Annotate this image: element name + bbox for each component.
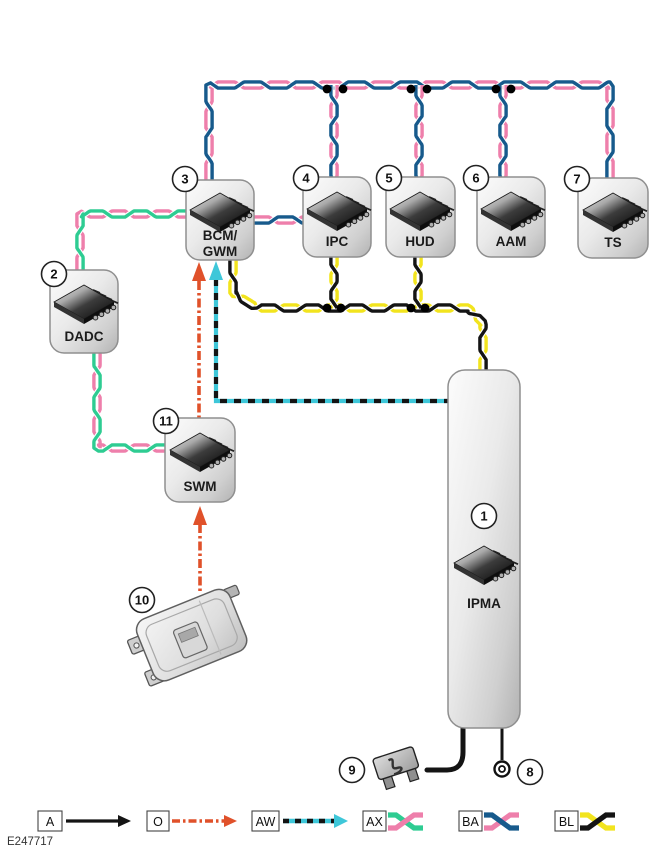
junction-dot <box>336 303 346 313</box>
wire-harness <box>74 79 616 773</box>
legend-pair-ax-pink <box>388 812 423 831</box>
legend-box-a <box>37 810 63 832</box>
callout-8-ground: 8 <box>516 758 544 786</box>
wire-bl-bus <box>227 258 489 372</box>
callout-7-ts: 7 <box>563 165 591 193</box>
module-bcm-gwm: BCM/ GWM <box>185 179 255 261</box>
callout-3-bcm: 3 <box>171 165 199 193</box>
svg-text:7: 7 <box>573 172 580 187</box>
legend-code-ba: BA <box>462 815 479 829</box>
svg-text:1: 1 <box>480 509 487 524</box>
junction-dot <box>491 84 501 94</box>
module-label-ipma: IPMA <box>467 596 501 611</box>
legend-code-ax: AX <box>366 815 383 829</box>
module-label-bcm-line2: GWM <box>203 244 238 259</box>
svg-text:10: 10 <box>135 593 149 608</box>
module-label-dadc: DADC <box>65 329 104 344</box>
wire-ba-drop-aam <box>497 83 509 179</box>
o-arrowhead-into-bcm <box>192 262 206 281</box>
callout-9-fuse: 9 <box>338 756 366 784</box>
svg-text:6: 6 <box>472 171 479 186</box>
svg-text:4: 4 <box>302 171 310 186</box>
wire-ax-dadc-swm <box>91 351 169 454</box>
camera-module-icon <box>126 584 248 687</box>
legend-box-bl <box>554 810 579 832</box>
junction-dot <box>338 84 348 94</box>
module-swm: SWM <box>164 417 236 503</box>
wire-ba-drop-hud <box>413 83 425 179</box>
svg-text:9: 9 <box>348 763 355 778</box>
legend-box-ba <box>458 810 483 832</box>
junction-dot <box>506 84 516 94</box>
o-arrowhead-into-swm <box>193 506 207 525</box>
wire-ba-drop-ipc <box>328 83 340 179</box>
legend-arrowhead-a <box>118 815 131 827</box>
callout-1-ipma: 1 <box>470 502 498 530</box>
legend-code-o: O <box>153 815 163 829</box>
module-ipc: IPC <box>302 176 372 258</box>
legend: A O AW AX BA BL <box>37 810 615 832</box>
module-ipma: IPMA <box>447 369 521 729</box>
callout-6-aam: 6 <box>462 164 490 192</box>
callout-2-dadc: 2 <box>40 260 68 288</box>
legend-code-bl: BL <box>559 815 574 829</box>
legend-arrowhead-o <box>224 815 237 827</box>
junction-dot <box>420 303 430 313</box>
junction-dot <box>322 303 332 313</box>
wire-ba-bus <box>203 79 616 182</box>
legend-arrowhead-aw <box>334 814 348 828</box>
junction-dot <box>322 84 332 94</box>
module-label-hud: HUD <box>405 234 434 249</box>
svg-text:8: 8 <box>526 765 533 780</box>
module-label-aam: AAM <box>496 234 527 249</box>
aw-arrowhead-into-bcm <box>209 261 223 280</box>
svg-text:3: 3 <box>181 172 188 187</box>
svg-text:5: 5 <box>385 171 392 186</box>
fuse-icon <box>372 746 420 791</box>
legend-box-ax <box>362 810 387 832</box>
module-ts: TS <box>577 177 649 259</box>
wire-aw-bcm-ipma <box>213 279 448 404</box>
wire-bl-ipc <box>328 255 340 310</box>
ground-icon <box>493 760 511 778</box>
module-label-bcm-line1: BCM/ <box>203 228 238 243</box>
module-label-ts: TS <box>604 235 621 250</box>
arrows-and-junctions <box>192 84 516 525</box>
legend-code-a: A <box>46 815 55 829</box>
callout-10-camera: 10 <box>128 586 156 614</box>
svg-text:2: 2 <box>50 267 57 282</box>
legend-code-aw: AW <box>256 815 276 829</box>
wire-ax-dadc-bcm <box>74 208 190 272</box>
wire-a-ipma-fuse <box>424 725 466 773</box>
module-dadc: DADC <box>49 269 119 354</box>
legend-box-o <box>146 810 170 832</box>
module-label-ipc: IPC <box>326 234 349 249</box>
svg-text:11: 11 <box>159 414 173 429</box>
wire-bl-hud <box>412 255 424 310</box>
junction-dot <box>422 84 432 94</box>
drawing-number: E247717 <box>7 836 53 848</box>
legend-pair-bl-black <box>580 812 615 831</box>
junction-dot <box>406 84 416 94</box>
legend-box-aw <box>251 810 280 832</box>
legend-pair-ba-blue <box>484 812 519 831</box>
junction-dot <box>406 303 416 313</box>
callout-5-hud: 5 <box>375 164 403 192</box>
wire-ba-bcm-ipc <box>252 214 305 226</box>
module-label-swm: SWM <box>184 479 217 494</box>
callout-4-ipc: 4 <box>292 164 320 192</box>
callout-11-swm: 11 <box>152 407 180 435</box>
module-aam: AAM <box>476 176 546 258</box>
module-hud: HUD <box>385 176 456 258</box>
